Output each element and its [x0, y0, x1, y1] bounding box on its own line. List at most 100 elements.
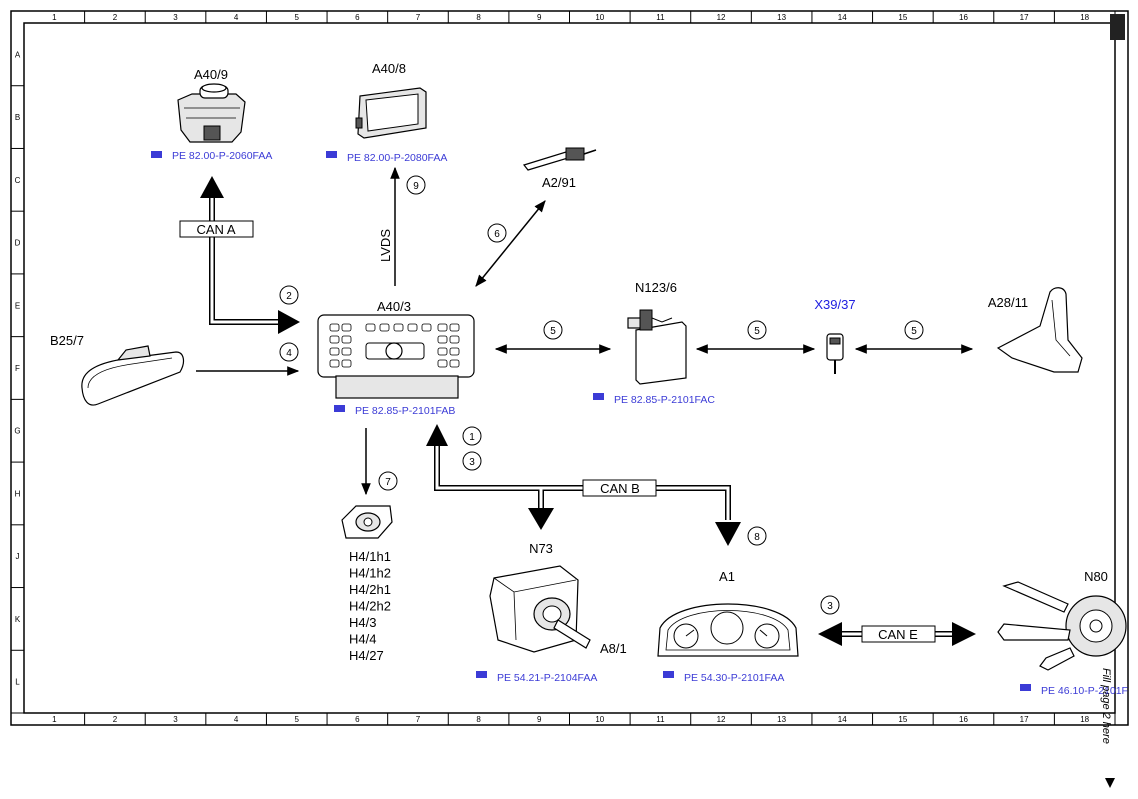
component-a40-3[interactable]: A40/3 PE 82.85-P-2101FAB: [317, 299, 475, 417]
column-number: 5: [295, 715, 300, 724]
h4-item-label: H4/2h2: [349, 599, 391, 614]
svg-text:PE 82.85-P-2101FAB[interactable]: PE 82.85-P-2101FAB: [355, 405, 455, 417]
a40-9-reference[interactable]: PE 82.00-P-2060FAA: [151, 150, 272, 162]
can-e-connection[interactable]: CAN E: [818, 622, 976, 646]
row-letter: H: [15, 489, 21, 498]
n80-steering-column-module-icon: [997, 581, 1127, 671]
page-continuation-note: Fill page 2 here: [1100, 668, 1115, 788]
n73-ignition-switch-icon: [489, 565, 591, 653]
column-number: 10: [595, 715, 604, 724]
component-n123-6[interactable]: N123/6 PE 82.85-P-2101FAC: [593, 280, 715, 406]
component-a40-9[interactable]: A40/9 PE 82.00-P-2060FAA: [151, 67, 272, 162]
book-icon: [1020, 684, 1031, 691]
svg-text:Fill page 2 here: Fill page 2 here: [1100, 668, 1112, 744]
column-number: 15: [898, 715, 907, 724]
column-number: 16: [959, 715, 968, 724]
page-corner-mark: [1110, 14, 1125, 40]
a40-9-label: A40/9: [194, 67, 228, 82]
book-icon: [593, 393, 604, 400]
a40-8-label: A40/8: [372, 61, 406, 76]
column-number: 15: [898, 13, 907, 22]
component-n80[interactable]: N80 PE 46.10-P-2101F: [997, 569, 1128, 697]
component-a28-11[interactable]: A28/11: [988, 287, 1083, 373]
a2-91-link[interactable]: [475, 200, 546, 287]
a1-reference[interactable]: PE 54.30-P-2101FAA: [663, 671, 784, 684]
column-number: 12: [717, 715, 726, 724]
n73-reference[interactable]: PE 54.21-P-2104FAA: [476, 671, 597, 684]
column-number: 2: [113, 715, 118, 724]
a1-label: A1: [719, 569, 735, 584]
column-number: 1: [52, 715, 57, 724]
row-letter: A: [15, 50, 21, 59]
marker-5b: 5: [747, 320, 767, 340]
component-a2-91[interactable]: A2/91: [522, 147, 597, 190]
component-n73[interactable]: N73 A8/1 PE 54.21-P-2104FAA: [476, 541, 627, 684]
book-icon: [151, 151, 162, 158]
component-x39-37[interactable]: X39/37: [814, 297, 856, 374]
h4-item-label: H4/3: [349, 615, 376, 630]
column-number: 10: [595, 13, 604, 22]
svg-text:PE 82.85-P-2101FAC[interactable]: PE 82.85-P-2101FAC: [614, 394, 715, 406]
column-number: 7: [416, 13, 421, 22]
x39-37-connector-icon: [826, 333, 844, 374]
svg-text:3: 3: [827, 601, 833, 612]
a40-3-reference[interactable]: PE 82.85-P-2101FAB: [334, 405, 455, 417]
column-number: 17: [1020, 715, 1029, 724]
a40-8-reference[interactable]: PE 82.00-P-2080FAA: [326, 151, 447, 164]
n123-6-module-icon: [627, 309, 687, 385]
component-b25-7[interactable]: B25/7: [50, 333, 185, 406]
svg-text:PE 46.10-P-2101F[interactable]: PE 46.10-P-2101F: [1041, 685, 1128, 697]
can-b-connection[interactable]: CAN B: [426, 424, 741, 546]
column-number: 12: [717, 13, 726, 22]
svg-text:PE 82.00-P-2080FAA[interactable]: PE 82.00-P-2080FAA: [347, 152, 447, 164]
can-a-connection[interactable]: CAN A: [179, 176, 300, 334]
column-number: 4: [234, 13, 239, 22]
a2-91-antenna-icon: [522, 147, 597, 171]
column-number: 6: [355, 715, 360, 724]
speaker-icon: [341, 505, 393, 539]
marker-3a: 3: [462, 451, 482, 471]
n80-label: N80: [1084, 569, 1108, 584]
marker-5c: 5: [904, 320, 924, 340]
column-number: 5: [295, 13, 300, 22]
row-letter: K: [15, 615, 21, 624]
svg-text:7: 7: [385, 477, 391, 488]
column-number: 2: [113, 13, 118, 22]
b25-7-mirror-icon: [81, 345, 185, 406]
row-letter: J: [16, 552, 20, 561]
svg-text:3: 3: [469, 457, 475, 468]
a40-3-label: A40/3: [377, 299, 411, 314]
a40-8-display-icon: [355, 87, 427, 139]
svg-text:8: 8: [754, 532, 760, 543]
row-letter: D: [15, 239, 21, 248]
svg-text:PE 54.30-P-2101FAA[interactable]: PE 54.30-P-2101FAA: [684, 672, 784, 684]
svg-text:4: 4: [286, 348, 292, 359]
can-a-label: CAN A: [196, 222, 235, 237]
column-ruler: 1122334455667788991010111112121313141415…: [52, 11, 1116, 725]
column-number: 18: [1080, 13, 1089, 22]
column-number: 9: [537, 715, 542, 724]
svg-text:PE 82.00-P-2060FAA[interactable]: PE 82.00-P-2060FAA: [172, 150, 272, 162]
h4-item-label: H4/1h1: [349, 549, 391, 564]
n80-reference[interactable]: PE 46.10-P-2101F: [1020, 684, 1128, 697]
component-a40-8[interactable]: A40/8 PE 82.00-P-2080FAA: [326, 61, 447, 164]
column-number: 14: [838, 13, 847, 22]
x39-37-label: X39/37: [814, 297, 855, 312]
column-number: 8: [476, 13, 481, 22]
column-number: 6: [355, 13, 360, 22]
n123-6-reference[interactable]: PE 82.85-P-2101FAC: [593, 393, 715, 406]
column-number: 16: [959, 13, 968, 22]
column-number: 9: [537, 13, 542, 22]
svg-text:6: 6: [494, 229, 500, 240]
a28-11-roof-antenna-icon: [996, 287, 1083, 373]
svg-text:PE 54.21-P-2104FAA[interactable]: PE 54.21-P-2104FAA: [497, 672, 597, 684]
column-number: 7: [416, 715, 421, 724]
a2-91-label: A2/91: [542, 175, 576, 190]
n123-6-label: N123/6: [635, 280, 677, 295]
drawing-frame: 1122334455667788991010111112121313141415…: [10, 10, 1129, 726]
component-a1[interactable]: A1 PE 54.30-P-2101FAA: [657, 569, 799, 684]
lvds-connection[interactable]: LVDS: [378, 166, 400, 286]
triangle-down-icon: [1105, 778, 1115, 788]
marker-6: 6: [487, 223, 507, 243]
